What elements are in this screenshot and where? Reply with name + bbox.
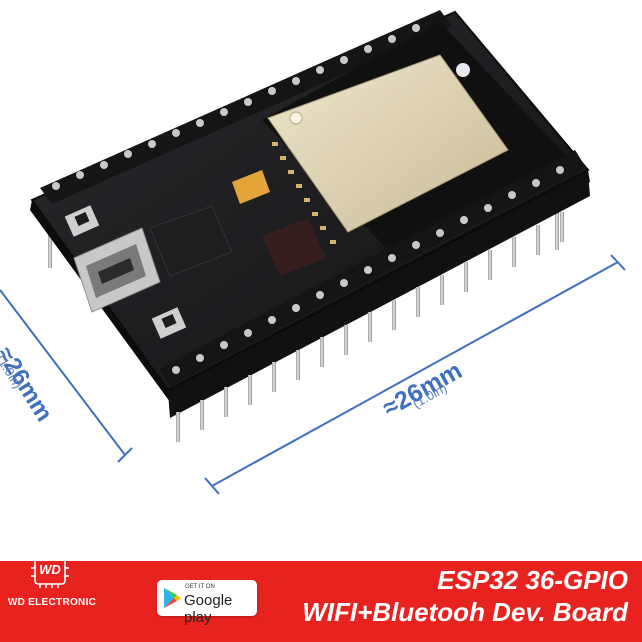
product-photo bbox=[0, 10, 626, 495]
logo-letters: WD bbox=[39, 562, 61, 577]
brand-name: WD ELECTRONIC bbox=[7, 597, 97, 608]
usb-uart-chip bbox=[149, 205, 233, 277]
google-play-label: Google play bbox=[184, 592, 233, 626]
regulator-chip bbox=[262, 218, 326, 276]
google-play-small-text: GET IT ON bbox=[185, 584, 215, 590]
boot-button bbox=[64, 205, 100, 237]
google-play-icon bbox=[164, 588, 181, 608]
tantalum-capacitor bbox=[232, 170, 270, 204]
bottom-banner bbox=[0, 561, 642, 642]
product-title-line2: WIFI+Bluetooh Dev. Board bbox=[302, 597, 628, 627]
front-dimension-line bbox=[204, 254, 626, 495]
micro-usb-connector bbox=[73, 227, 161, 313]
front-header-pins bbox=[176, 212, 564, 442]
front-header-row bbox=[160, 150, 585, 386]
esp32-module-shield bbox=[267, 54, 509, 233]
side-dimension-line bbox=[0, 289, 133, 463]
back-header-row bbox=[40, 10, 452, 204]
product-title-line1: ESP32 36-GPIO bbox=[437, 565, 628, 595]
brand-logo: WD bbox=[31, 550, 69, 588]
google-play-badge[interactable]: GET IT ON Google play bbox=[157, 580, 257, 626]
reset-button bbox=[151, 307, 187, 339]
